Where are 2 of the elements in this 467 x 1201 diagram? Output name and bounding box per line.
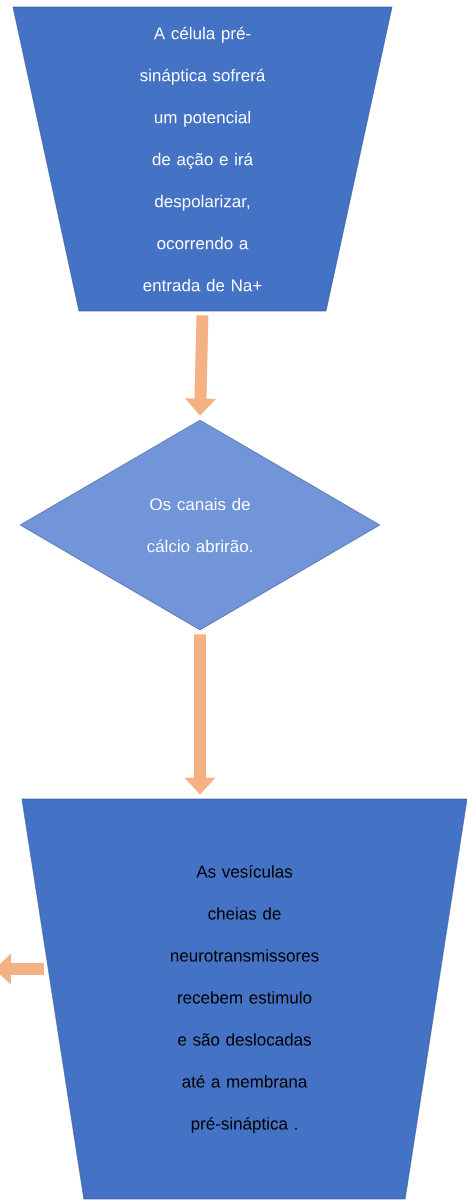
trapezoid-box: A célula pré-sináptica sofrerá um potencial de ação e irá despolarizar, ocorrendo a entrada de Na+ bbox=[12, 6, 393, 312]
trapezoid-box: As vesículas cheias de neurotransmissores recebem estimulo e são deslocadas até a membrana pré-sináptica . bbox=[21, 798, 467, 1200]
